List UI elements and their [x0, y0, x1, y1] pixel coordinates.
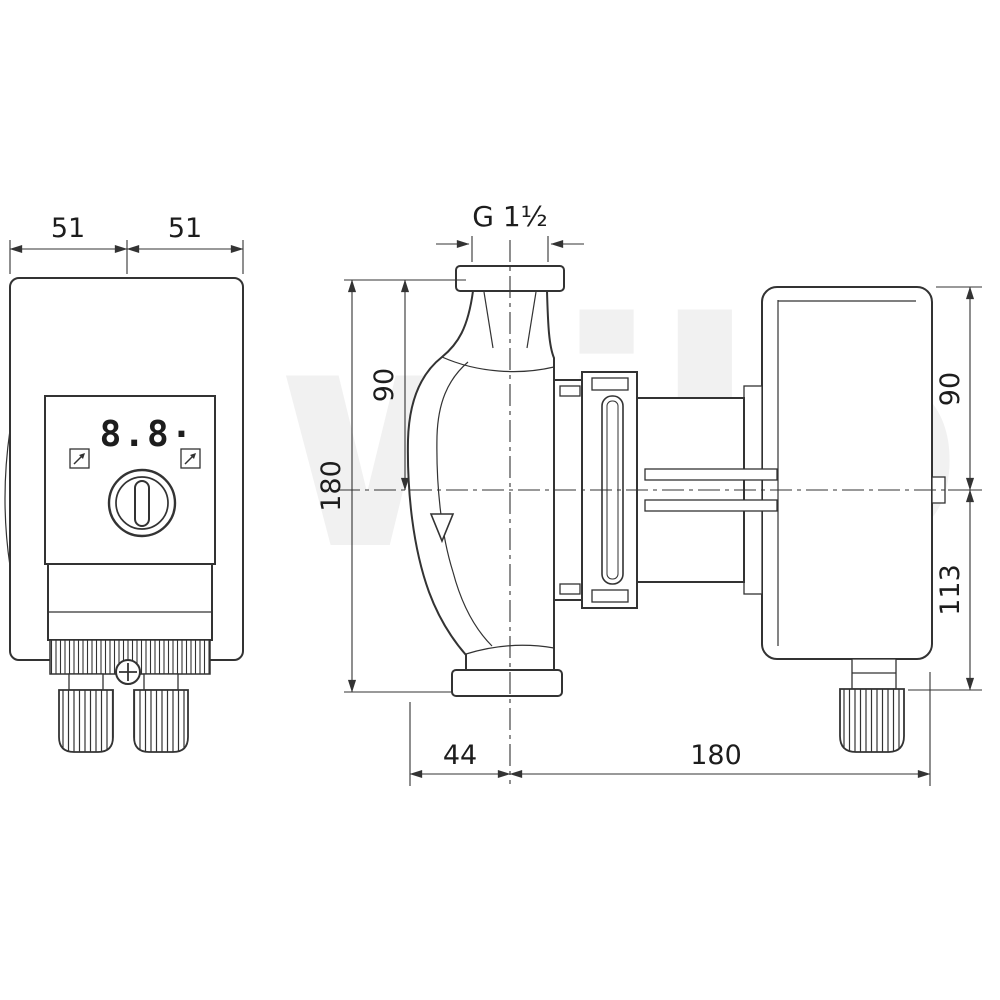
- dim-label-180-length: 180: [690, 740, 742, 771]
- dim-right-vertical: 90 113: [908, 286, 982, 691]
- stud-bolt-bottom: [644, 499, 778, 512]
- dim-label-90-port: 90: [369, 368, 400, 402]
- front-view: 8.8·: [4, 277, 244, 753]
- module-cable-gland: [839, 658, 905, 753]
- control-knob: [107, 468, 177, 538]
- dim-label-90-right: 90: [935, 372, 966, 406]
- dim-bottom-horizontal: 44 180: [409, 672, 931, 786]
- dim-label-44: 44: [443, 740, 477, 771]
- dim-label-thread: G 1½: [472, 200, 548, 233]
- dim-label-51-right: 51: [168, 213, 202, 244]
- flow-arrow-icon: [429, 513, 455, 544]
- side-view: [338, 240, 978, 784]
- display-symbol-left-icon: [69, 448, 90, 469]
- stud-bolt-top: [644, 468, 778, 481]
- dim-label-51-left: 51: [51, 213, 85, 244]
- bottom-port-flange: [451, 669, 563, 697]
- dim-label-180-height: 180: [316, 460, 347, 512]
- dim-front-widths: 51 51: [9, 213, 244, 274]
- dimensions: 51 51 G 1½ 180 90 90 113: [9, 200, 982, 786]
- terminal-box: [47, 563, 213, 685]
- dim-left-vertical: 180 90: [316, 279, 466, 693]
- dim-label-113: 113: [935, 564, 966, 616]
- display-symbol-right-icon: [180, 448, 201, 469]
- cable-gland-left: [58, 673, 114, 753]
- cable-gland-right: [133, 673, 189, 753]
- dim-thread: G 1½: [436, 200, 584, 262]
- screw: [115, 659, 141, 685]
- electronics-module: [761, 286, 933, 660]
- housing-arc: [4, 429, 11, 567]
- display-value: 8.8·: [100, 414, 195, 455]
- lcd-display: 8.8·: [44, 395, 216, 565]
